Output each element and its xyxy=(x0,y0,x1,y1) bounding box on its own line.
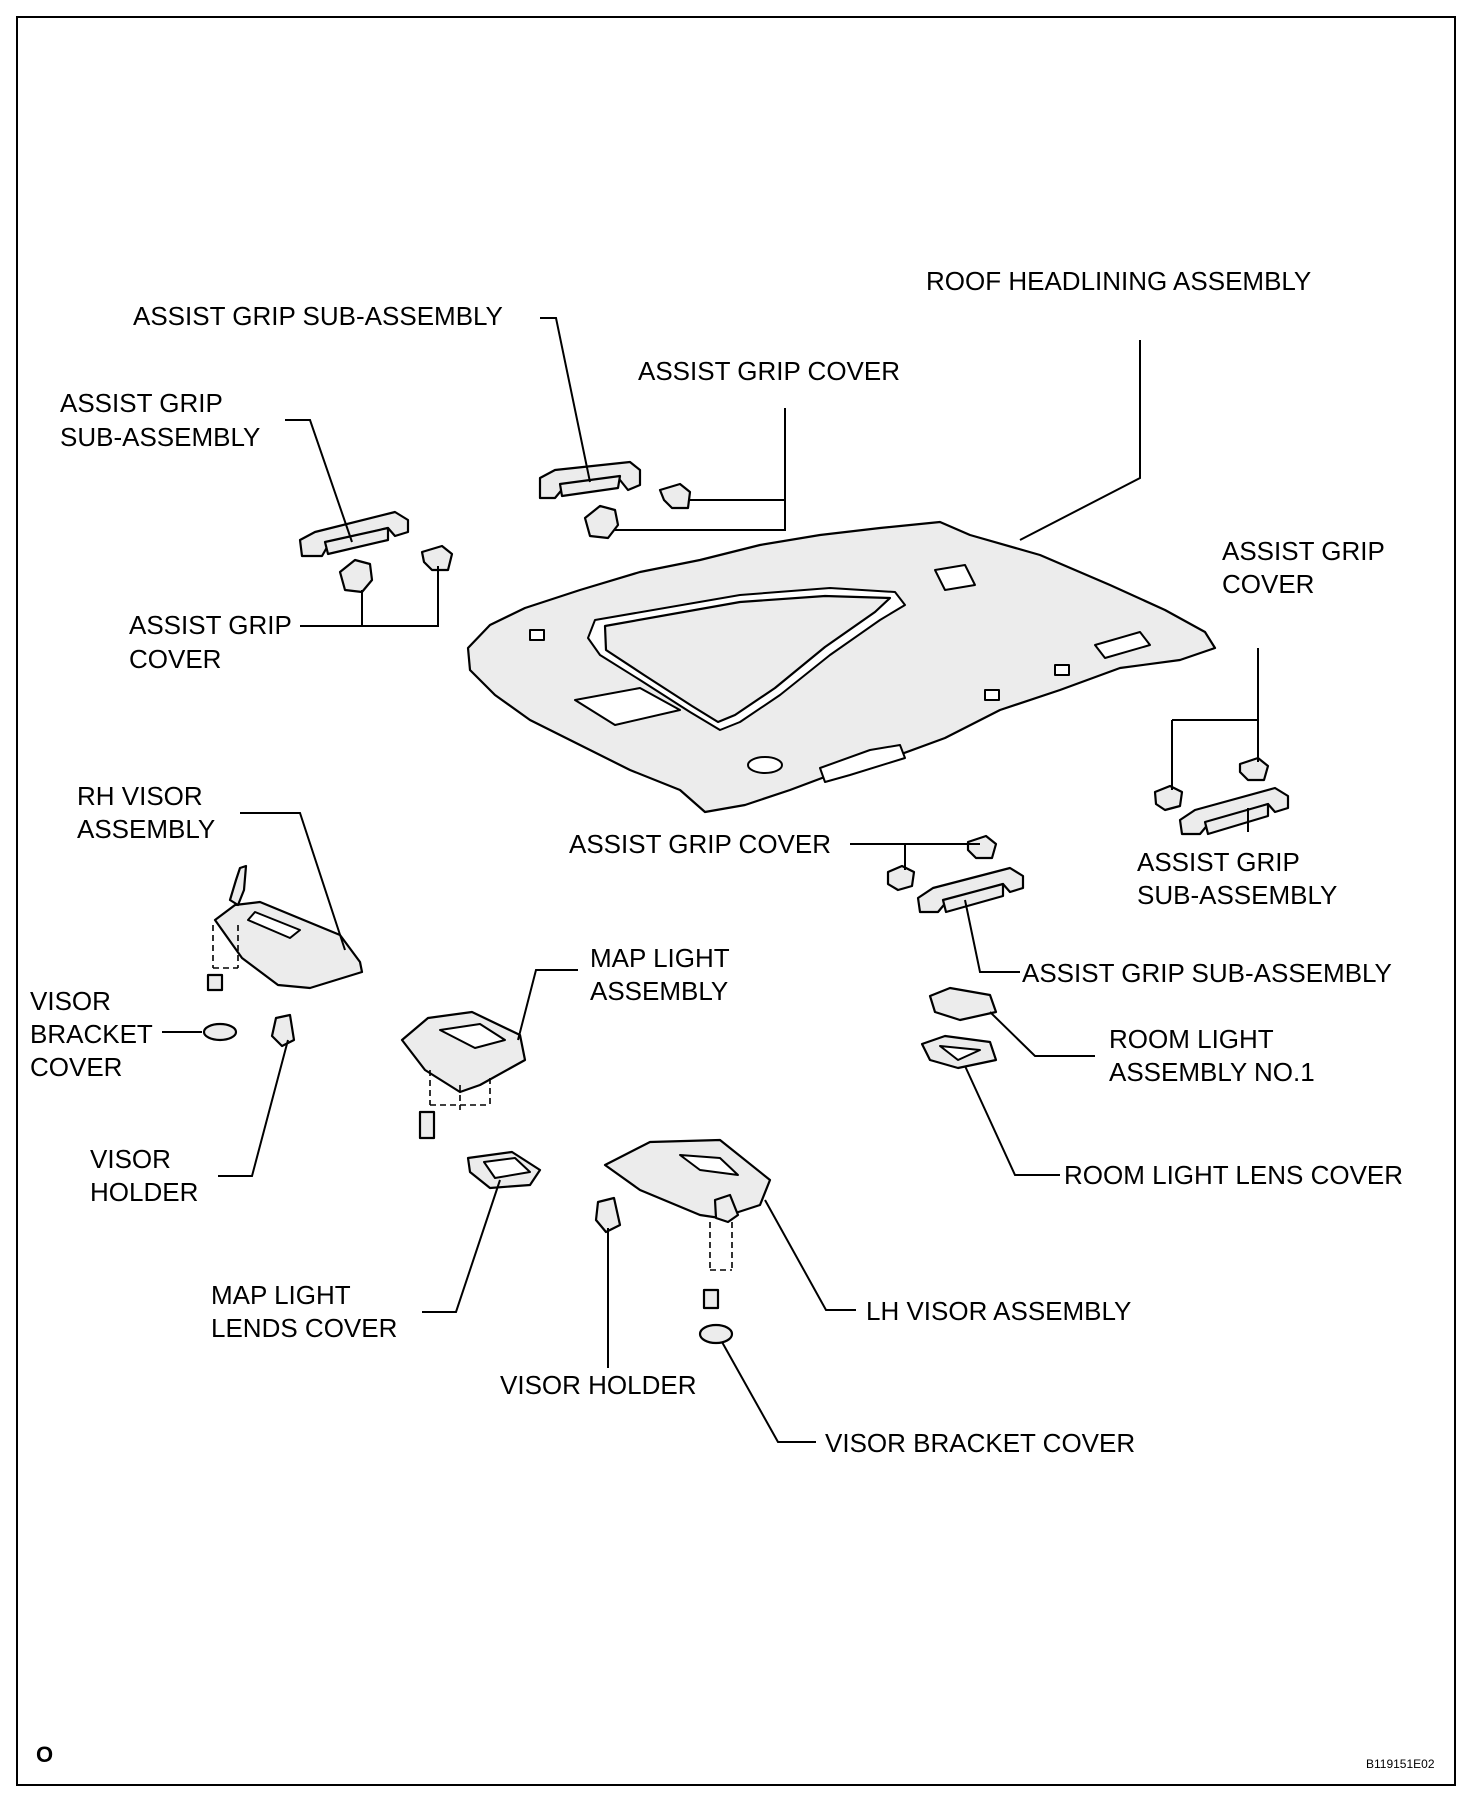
label-assist-grip-cover-right-line1: ASSIST GRIP xyxy=(1222,536,1385,566)
label-room-light-lens-cover: ROOM LIGHT LENS COVER xyxy=(1064,1160,1403,1190)
map-light-drawing xyxy=(400,1010,542,1190)
label-assist-grip-sub-left-line1: ASSIST GRIP xyxy=(60,388,223,418)
label-visor-holder-left-line1: VISOR xyxy=(90,1144,171,1174)
rh-visor-drawing xyxy=(202,864,364,1048)
label-assist-grip-sub-right-line1: ASSIST GRIP xyxy=(1137,847,1300,877)
label-assist-grip-sub-left-line2: SUB-ASSEMBLY xyxy=(60,422,260,452)
assist-grip-mid-drawing xyxy=(886,834,1025,914)
label-assist-grip-cover-left-line2: COVER xyxy=(129,644,221,674)
label-assist-grip-cover-left-line1: ASSIST GRIP xyxy=(129,610,292,640)
label-visor-holder-bottom: VISOR HOLDER xyxy=(500,1370,697,1400)
label-visor-holder-left-line2: HOLDER xyxy=(90,1177,198,1207)
assist-grip-right-drawing xyxy=(1153,756,1290,836)
label-assist-grip-sub-mid: ASSIST GRIP SUB-ASSEMBLY xyxy=(1022,958,1392,988)
label-assist-grip-cover-right-line2: COVER xyxy=(1222,569,1314,599)
label-roof-headlining: ROOF HEADLINING ASSEMBLY xyxy=(926,266,1311,296)
label-visor-bracket-cover-left-line3: COVER xyxy=(30,1052,122,1082)
label-rh-visor-line1: RH VISOR xyxy=(77,781,203,811)
label-assist-grip-cover-mid: ASSIST GRIP COVER xyxy=(569,829,831,859)
label-visor-bracket-cover-bottom: VISOR BRACKET COVER xyxy=(825,1428,1135,1458)
label-assist-grip-sub-right-line2: SUB-ASSEMBLY xyxy=(1137,880,1337,910)
diagram-frame xyxy=(16,16,1456,1786)
assist-grip-top-drawing xyxy=(538,460,692,540)
label-room-light-assembly-line1: ROOM LIGHT xyxy=(1109,1024,1274,1054)
leader-lines xyxy=(162,317,1259,1443)
assist-grip-left-drawing xyxy=(298,510,454,594)
roof-headlining-drawing xyxy=(466,520,1217,814)
label-visor-bracket-cover-left-line2: BRACKET xyxy=(30,1019,153,1049)
label-map-light-assembly-line2: ASSEMBLY xyxy=(590,976,728,1006)
room-light-drawing xyxy=(920,986,998,1070)
lh-visor-drawing xyxy=(594,1138,772,1345)
figure-code: B119151E02 xyxy=(1366,1757,1435,1771)
label-visor-bracket-cover-left-line1: VISOR xyxy=(30,986,111,1016)
label-room-light-assembly-line2: ASSEMBLY NO.1 xyxy=(1109,1057,1315,1087)
label-rh-visor-line2: ASSEMBLY xyxy=(77,814,215,844)
label-map-light-lens-cover-line1: MAP LIGHT xyxy=(211,1280,351,1310)
label-lh-visor: LH VISOR ASSEMBLY xyxy=(866,1296,1131,1326)
label-map-light-assembly-line1: MAP LIGHT xyxy=(590,943,730,973)
label-map-light-lens-cover-line2: LENDS COVER xyxy=(211,1313,397,1343)
corner-mark: O xyxy=(36,1742,53,1767)
label-assist-grip-sub-top: ASSIST GRIP SUB-ASSEMBLY xyxy=(133,301,503,331)
callout-labels: ROOF HEADLINING ASSEMBLY ASSIST GRIP SUB… xyxy=(30,266,1435,1771)
label-assist-grip-cover-top: ASSIST GRIP COVER xyxy=(638,356,900,386)
